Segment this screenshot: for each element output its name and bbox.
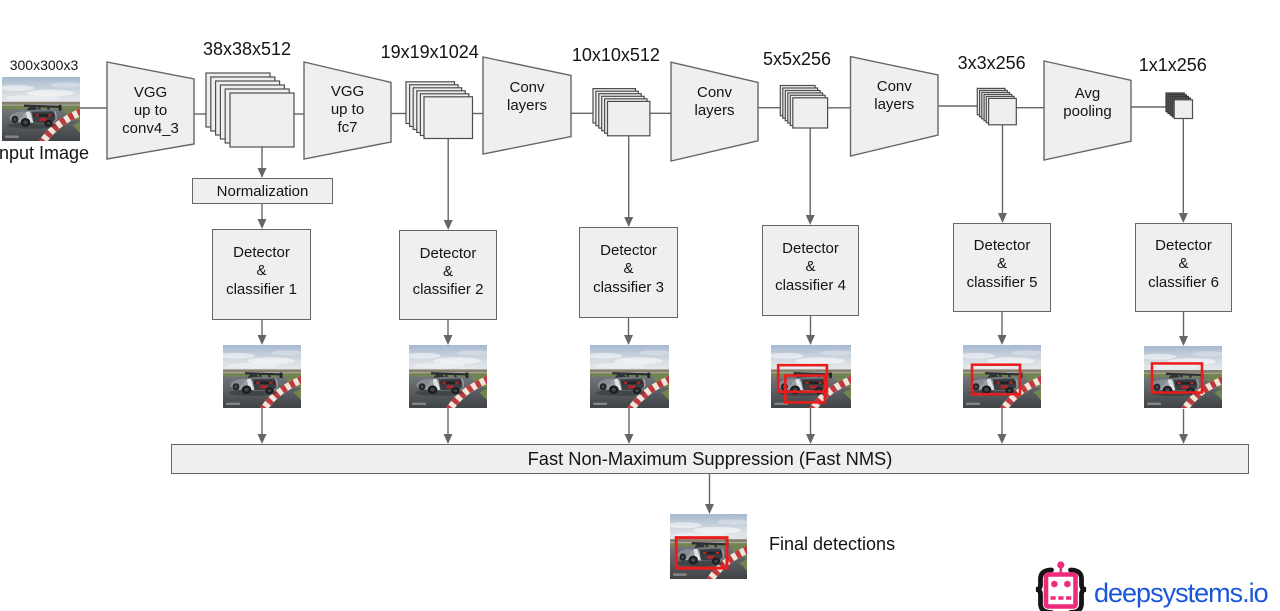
detector-classifier-label-1: Detector & classifier 1 — [226, 244, 297, 298]
arrow-4 — [624, 135, 634, 227]
input-image — [2, 77, 80, 141]
detector-classifier-box-1: Detector & classifier 1 — [212, 229, 311, 320]
conv-block-shape-6 — [1043, 60, 1132, 161]
conv-block-shape-3 — [482, 56, 572, 155]
conv-block-label-4: Conv layers — [694, 83, 735, 119]
robot-antenna-ball — [1057, 561, 1065, 569]
brace-right — [1068, 567, 1087, 611]
normalization-box: Normalization — [192, 178, 333, 204]
conv-block-shape-4 — [670, 61, 759, 162]
detection-image-4 — [771, 345, 851, 408]
input-dim-label: 300x300x3 — [9, 57, 79, 73]
feature-map-stack-3 — [592, 87, 651, 137]
feature-map-stack-2 — [405, 81, 474, 140]
conv-block-shape-1 — [106, 61, 195, 160]
feature-map-stack-5 — [976, 87, 1017, 126]
detector-classifier-box-3: Detector & classifier 3 — [579, 227, 678, 318]
brace-left — [1035, 567, 1054, 611]
feature-map-dim-label-2: 19x19x1024 — [380, 41, 479, 62]
conv-block-label-3: Conv layers — [506, 78, 547, 114]
conv-block-label-1: VGG up to conv4_3 — [122, 84, 179, 137]
feature-map-stack-4 — [779, 84, 829, 129]
detection-image-2 — [409, 345, 487, 408]
arrow-14 — [257, 408, 267, 444]
nms-label: Fast Non-Maximum Suppression (Fast NMS) — [527, 447, 893, 469]
arrow-12 — [997, 312, 1007, 345]
arrow-2 — [257, 204, 267, 229]
feature-map-dim-label-5: 3x3x256 — [957, 53, 1026, 74]
conv-block-shape-5 — [849, 55, 939, 157]
arrow-20 — [705, 473, 714, 514]
arrow-11 — [806, 316, 815, 345]
arrow-15 — [443, 408, 453, 444]
feature-map-stack-1 — [205, 72, 295, 148]
arrow-6 — [998, 124, 1007, 223]
detector-classifier-label-3: Detector & classifier 3 — [593, 242, 664, 296]
detection-image-3 — [590, 345, 669, 408]
final-detections-image — [670, 514, 747, 579]
detection-image-6 — [1144, 346, 1222, 408]
input-image-caption: Input Image — [0, 143, 90, 163]
arrow-8 — [257, 320, 267, 345]
bounding-box — [674, 536, 729, 570]
bounding-box — [784, 374, 827, 404]
robot-eye-left — [1051, 580, 1058, 588]
final-detections-label: Final detections — [769, 534, 896, 554]
arrow-5 — [805, 128, 815, 225]
arrow-19 — [1179, 409, 1188, 444]
nms-bar: Fast Non-Maximum Suppression (Fast NMS) — [171, 444, 1249, 474]
feature-map-dim-label-6: 1x1x256 — [1138, 55, 1207, 76]
deepsystems-logo — [1030, 556, 1092, 611]
arrow-16 — [624, 408, 634, 444]
detection-image-1 — [223, 345, 301, 408]
feature-map-dim-label-3: 10x10x512 — [571, 44, 660, 65]
deepsystems-logo-text: deepsystems.io — [1094, 578, 1269, 608]
conv-block-label-2: VGG up to fc7 — [330, 83, 365, 136]
arrow-17 — [806, 408, 815, 444]
robot-head — [1043, 572, 1078, 609]
detector-classifier-label-4: Detector & classifier 4 — [775, 240, 846, 294]
detector-classifier-box-5: Detector & classifier 5 — [953, 223, 1051, 312]
conv-block-shape-2 — [303, 61, 392, 160]
detector-classifier-label-5: Detector & classifier 5 — [966, 237, 1038, 291]
detector-classifier-box-2: Detector & classifier 2 — [399, 230, 497, 320]
arrow-10 — [624, 318, 633, 345]
arrow-18 — [997, 408, 1007, 444]
arrow-13 — [1179, 312, 1188, 346]
detector-classifier-box-4: Detector & classifier 4 — [762, 225, 859, 316]
detection-image-5 — [963, 345, 1041, 408]
conv-block-label-6: Avg pooling — [1063, 84, 1112, 120]
robot-eye-right — [1064, 580, 1071, 588]
robot-logo-icon — [1035, 561, 1087, 611]
arrow-3 — [443, 138, 453, 230]
conv-block-label-5: Conv layers — [874, 77, 915, 113]
detector-classifier-label-2: Detector & classifier 2 — [412, 244, 484, 299]
arrow-1 — [257, 147, 267, 178]
arrow-7 — [1178, 118, 1188, 223]
bounding-box — [970, 363, 1022, 396]
bounding-box — [776, 363, 829, 394]
normalization-label: Normalization — [216, 182, 309, 200]
arrow-9 — [443, 320, 453, 345]
detector-classifier-box-6: Detector & classifier 6 — [1135, 223, 1232, 312]
feature-map-dim-label-1: 38x38x512 — [202, 38, 292, 59]
detector-classifier-label-6: Detector & classifier 6 — [1148, 237, 1219, 291]
feature-map-stack-6 — [1165, 92, 1194, 120]
bounding-box — [1150, 362, 1204, 394]
feature-map-dim-label-4: 5x5x256 — [762, 49, 832, 69]
